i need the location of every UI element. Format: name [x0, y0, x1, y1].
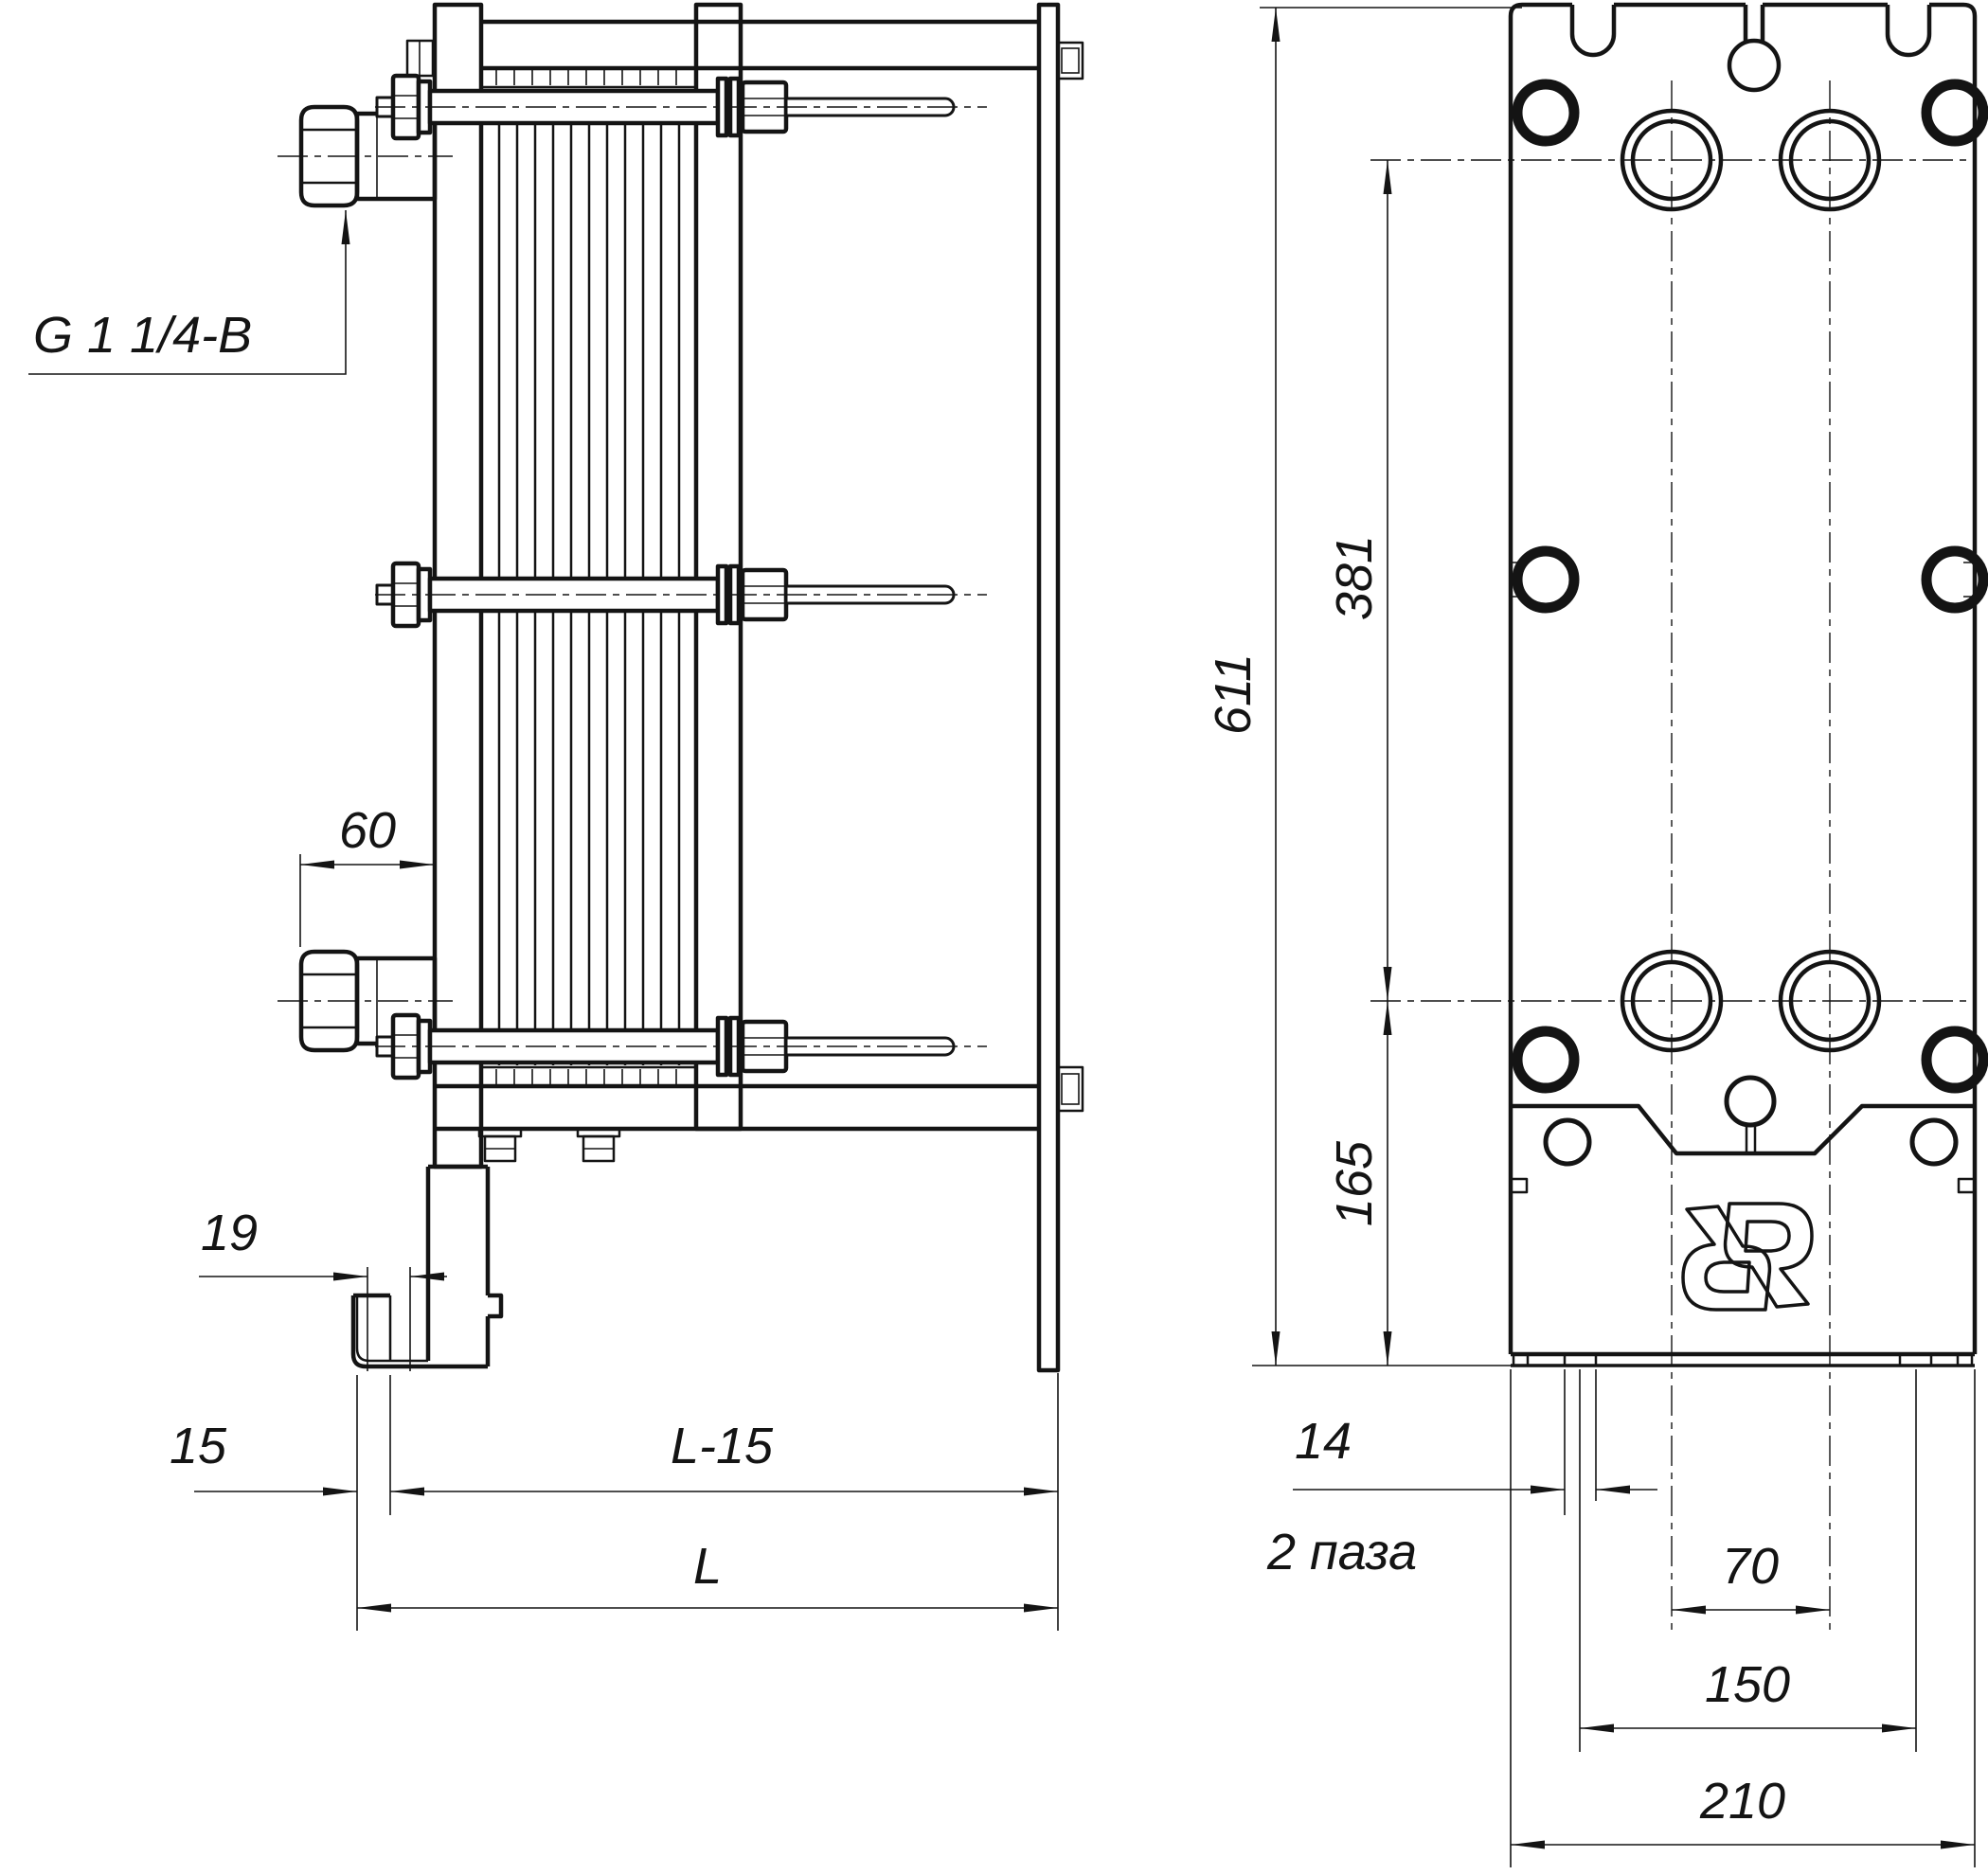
dim-70: 70 [1672, 1538, 1830, 1615]
dim-15-L15-L: 15 L-15 L [170, 1373, 1059, 1631]
dim-611-label: 611 [1205, 653, 1262, 735]
dim-381: 381 [1326, 160, 1392, 1001]
dim-L15-label: L-15 [671, 1418, 774, 1474]
lower-bar-bolt [477, 1127, 523, 1163]
lower-bracket [1511, 1075, 1975, 1167]
dim-19-label: 19 [201, 1205, 258, 1261]
dim-14-label: 14 [1295, 1413, 1352, 1470]
dim-thread: G 1 1/4-B [28, 210, 350, 375]
pipe-center-lines [278, 155, 453, 1002]
support-column [1036, 2, 1084, 1373]
tie-bolt-middle [375, 561, 987, 629]
plate-outline [1508, 2, 1978, 1367]
ports [1620, 108, 1882, 1053]
dim-210-label: 210 [1699, 1773, 1785, 1830]
lower-bar-bolt [576, 1127, 621, 1163]
port-center-lines [1370, 80, 1975, 1634]
dim-60: 60 [299, 802, 435, 947]
dim-150: 150 [1579, 1369, 1917, 1752]
frame-bolt-holes [1512, 79, 1988, 1094]
dim-60-label: 60 [339, 802, 396, 859]
dim-70-label: 70 [1722, 1538, 1779, 1595]
tie-bolt-top [375, 73, 987, 141]
dim-210: 210 [1510, 1369, 1976, 1867]
top-bracket [405, 39, 435, 78]
thread-label: G 1 1/4-B [33, 307, 252, 364]
top-center-hole [1727, 38, 1782, 93]
front-view: 611 381 165 14 2 паза 70 150 [1205, 2, 1988, 1867]
tie-bolt-bottom [375, 1012, 987, 1080]
dim-19: 19 [199, 1205, 447, 1371]
dim-L-label: L [693, 1538, 722, 1595]
dim-381-label: 381 [1326, 535, 1383, 620]
brand-logo [1681, 1202, 1814, 1312]
foot-bracket [350, 1164, 504, 1369]
side-view: G 1 1/4-B 60 19 15 L-15 L [28, 2, 1084, 1631]
dim-14-slots: 14 2 паза [1266, 1369, 1657, 1580]
dim-15-label: 15 [170, 1418, 227, 1474]
dim-165-label: 165 [1326, 1140, 1383, 1226]
dim-150-label: 150 [1705, 1656, 1790, 1713]
top-carrying-bar [479, 19, 1039, 89]
dim-165: 165 [1326, 1001, 1392, 1366]
dim-611: 611 [1205, 7, 1522, 1366]
lower-guide-bar [435, 1065, 1039, 1163]
slots-note-label: 2 паза [1266, 1524, 1417, 1580]
